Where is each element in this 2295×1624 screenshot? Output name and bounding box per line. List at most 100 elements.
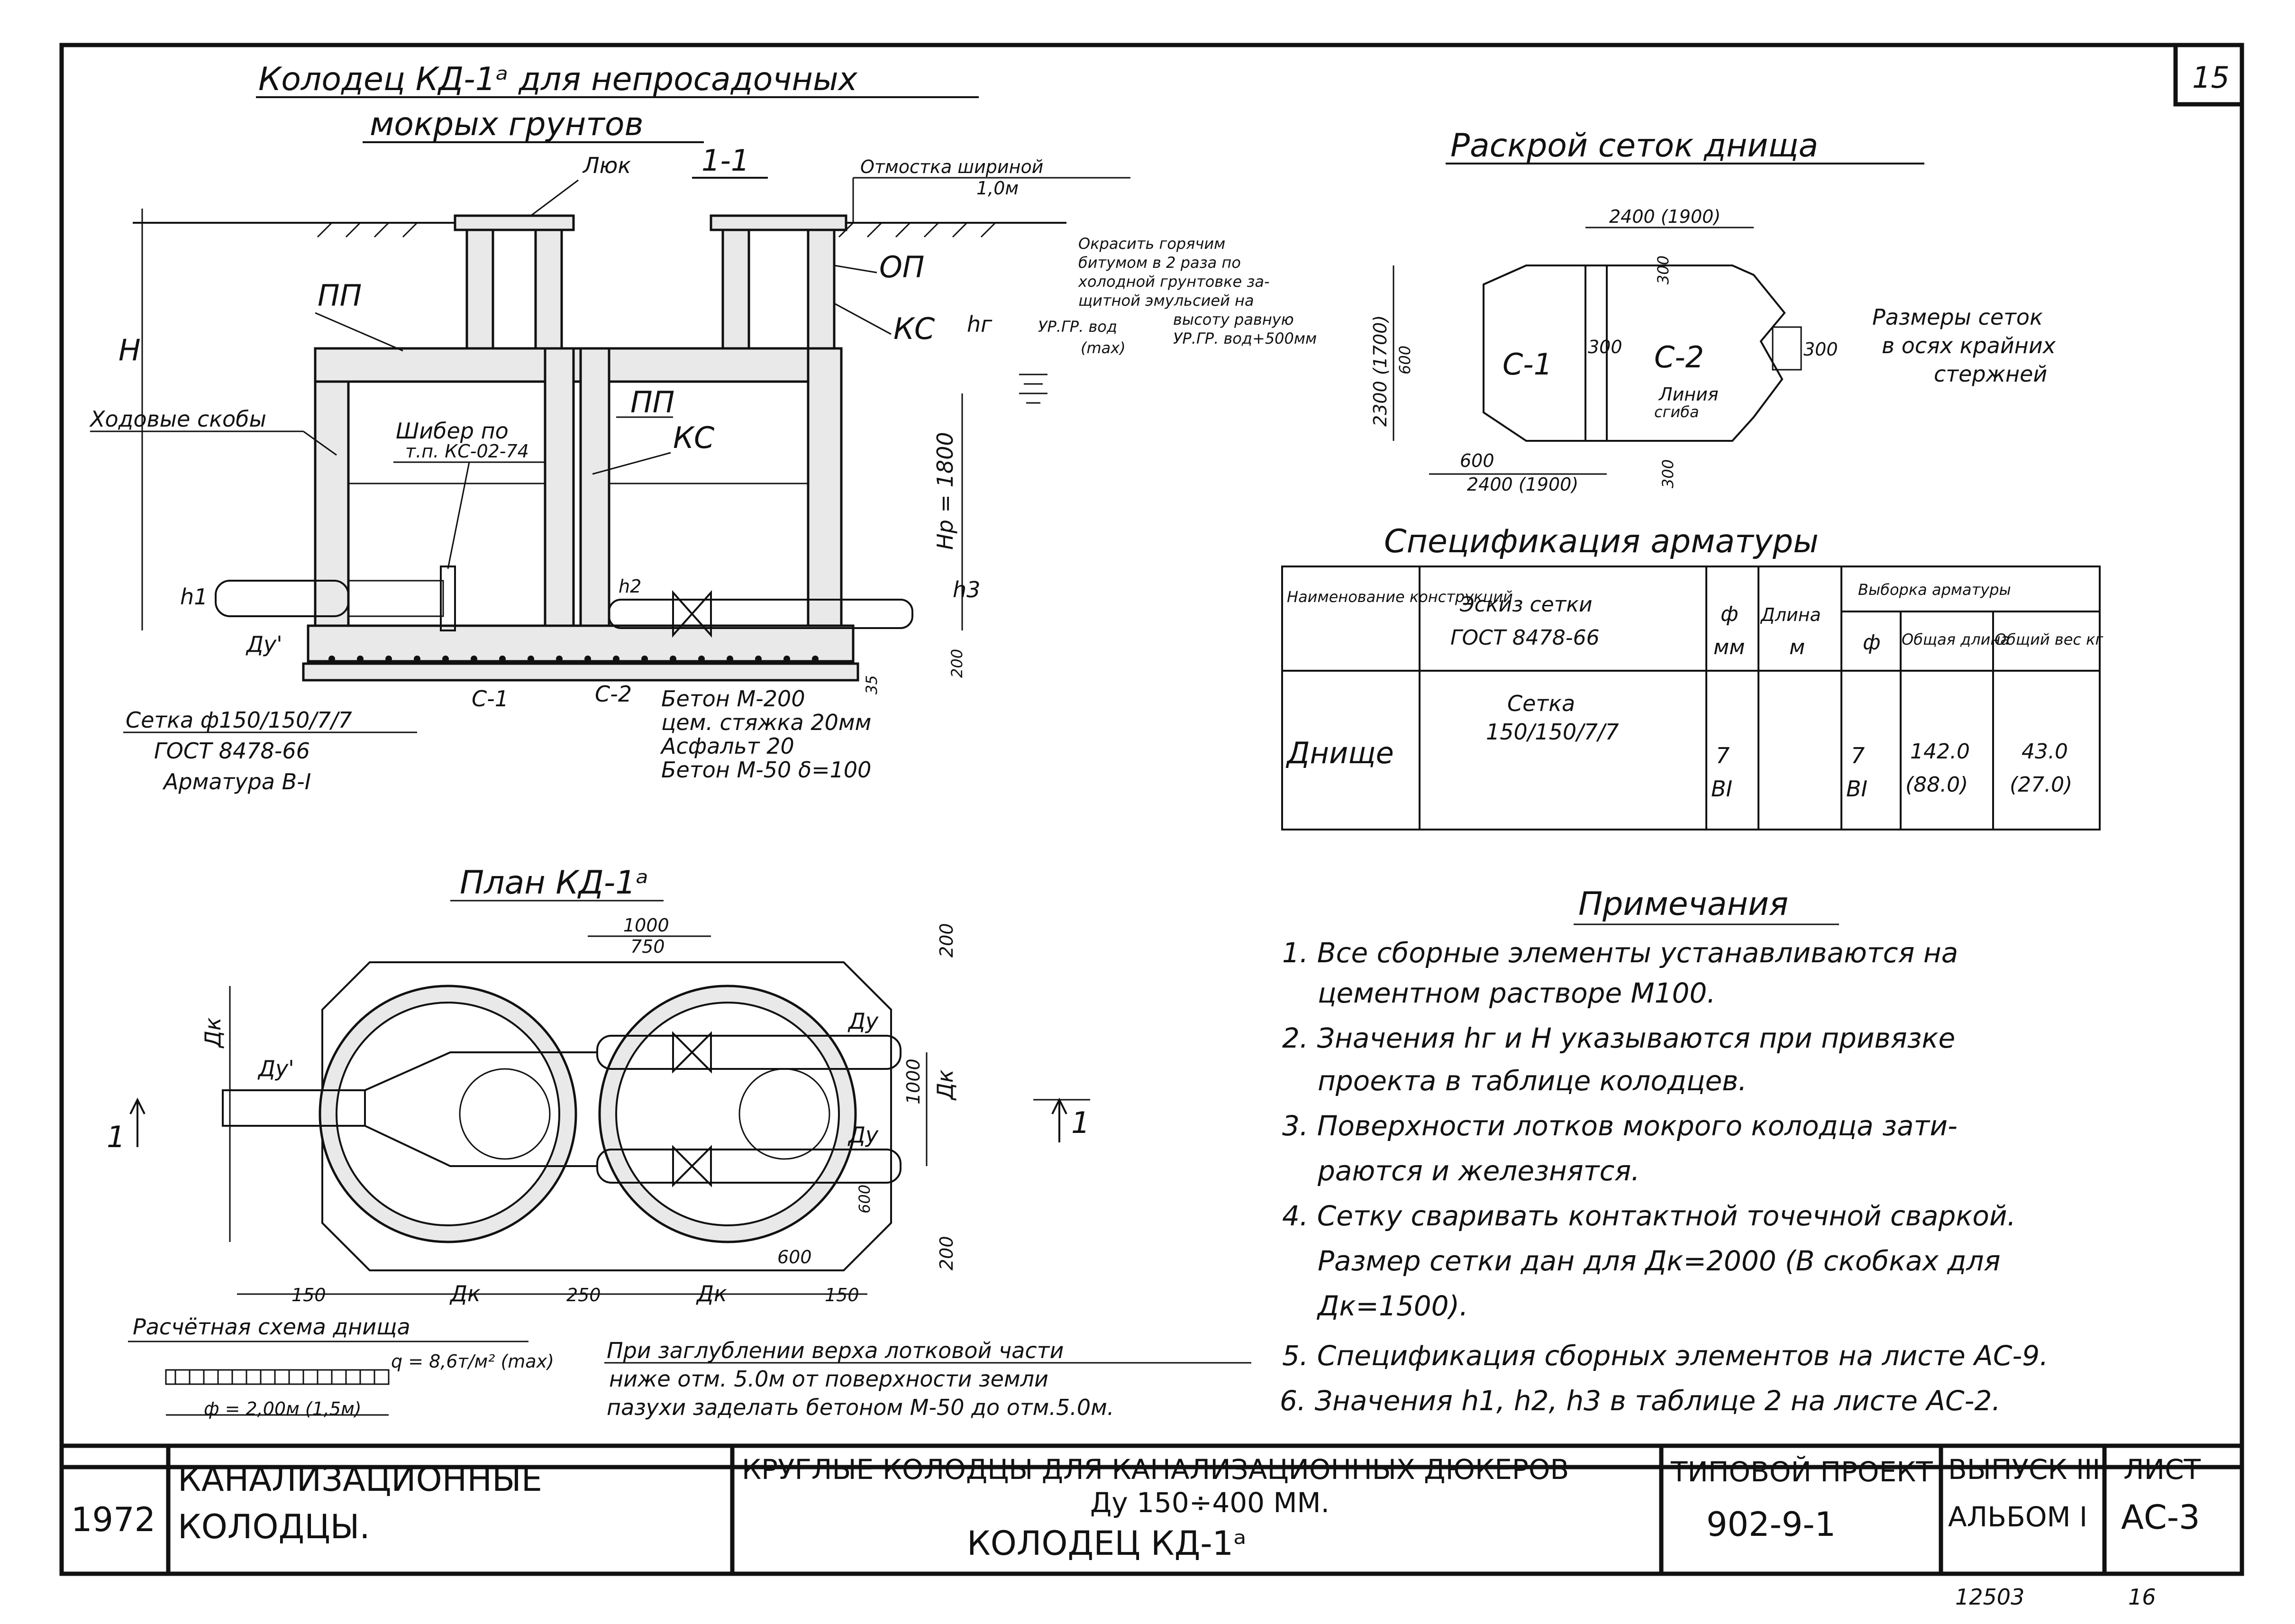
hatch-label: Люк	[582, 153, 631, 178]
kc2-label: КС	[673, 420, 715, 455]
base-concrete	[302, 662, 859, 682]
plan-dk-right: Дк	[932, 1069, 958, 1101]
stamp-year: 1972	[71, 1500, 155, 1539]
spec-row-total-length-alt: (88.0)	[1905, 773, 1968, 797]
pp-leader	[315, 312, 403, 352]
spec-table: Спецификация арматуры Наименование конст…	[1281, 523, 2103, 830]
note-4b: Размер сетки дан для Дк=2000 (В скобках …	[1318, 1245, 2000, 1277]
pit-note-3: пазухи заделать бетоном М-50 до отм.5.0м…	[607, 1395, 1114, 1420]
plan-du-top: Ду	[847, 1008, 879, 1034]
rebar-label: Арматура В-I	[162, 769, 311, 794]
plan-dk-left: Дк	[200, 1017, 226, 1049]
rebar-dots	[328, 656, 819, 662]
step-brackets-leader	[303, 430, 337, 456]
main-title-2: мокрых грунтов	[370, 106, 644, 143]
spec-row-total-weight: 43.0	[2022, 739, 2068, 764]
cement-screed: цем. стяжка 20мм	[661, 710, 871, 735]
note-3a: 3. Поверхности лотков мокрого колодца за…	[1282, 1110, 1958, 1142]
stamp-bottom-right: 16	[2128, 1584, 2156, 1610]
stamp-project-no: 902-9-1	[1706, 1505, 1836, 1544]
note-5: 5. Спецификация сборных элементов на лис…	[1282, 1340, 2049, 1372]
waterproof-2: битумом в 2 раза по	[1078, 254, 1241, 272]
cutting-600-v: 600	[1396, 346, 1414, 374]
gw-label: УР.ГР. вод	[1038, 318, 1117, 336]
dim-35: 35	[863, 675, 881, 694]
outer-wall-left	[314, 380, 350, 641]
calc-load-ticks	[174, 1370, 375, 1384]
left-neck-wall-a	[465, 221, 494, 352]
plan-du-bot: Ду	[847, 1122, 879, 1148]
cutting-title: Раскрой сеток днища	[1450, 127, 1818, 164]
calc-load-strip	[165, 1369, 390, 1385]
notes: Примечания 1. Все сборные элементы устан…	[1280, 885, 2049, 1417]
calc-load: q = 8,6т/м² (max)	[391, 1351, 554, 1372]
waterproof-3: холодной грунтовке за-	[1078, 273, 1270, 291]
section-1-1: 1-1 Люк Отмостка шириной 1,0м	[89, 143, 1317, 794]
plan-valve-top	[672, 1031, 712, 1074]
stamp-name-2: КОЛОДЦЫ.	[178, 1507, 370, 1546]
outer-wall-right	[807, 347, 843, 641]
spec-h-sel-phi: ф	[1863, 630, 1881, 655]
plan-dim-600-h: 600	[777, 1247, 812, 1268]
stamp-desc-3: КОЛОДЕЦ КД-1ᵃ	[967, 1524, 1247, 1563]
cutting-dim-left: 2300 (1700)	[1370, 315, 1391, 427]
stamp-album: АЛЬБОМ I	[1948, 1501, 2087, 1533]
du1-label: Ду'	[246, 631, 282, 657]
note-4a: 4. Сетку сваривать контактной точечной с…	[1282, 1200, 2016, 1232]
plan-valve-bot	[672, 1145, 712, 1187]
h3-label: h3	[953, 577, 980, 602]
c1-label: С-1	[472, 686, 509, 712]
spec-row-sel-class: BI	[1846, 776, 1867, 802]
notes-title: Примечания	[1578, 885, 1788, 923]
cutting-c1: С-1	[1503, 347, 1552, 382]
stamp-issue: ВЫПУСК III	[1948, 1453, 2100, 1486]
spec-h-sketch: Эскиз сетки	[1459, 593, 1593, 617]
waterproof-4: щитной эмульсией на	[1078, 292, 1254, 310]
plan-dk-bottom-1: Дк	[449, 1281, 481, 1306]
outlet-pipe	[608, 599, 913, 629]
pit-note: При заглублении верха лотковой части ниж…	[604, 1338, 1251, 1420]
waterproof-1: Окрасить горячим	[1078, 235, 1225, 253]
spec-h-name: Наименование конструкций	[1287, 588, 1513, 606]
cutting-300-a: 300	[1588, 337, 1622, 357]
plan-dim-150-r: 150	[825, 1285, 859, 1305]
plan-dim-600-v: 600	[856, 1185, 874, 1213]
cover-slab	[314, 347, 843, 383]
left-neck-wall-b	[534, 221, 563, 352]
waterproof-6: УР.ГР. вод+500мм	[1173, 329, 1317, 347]
concrete-m50: Бетон М-50 δ=100	[661, 757, 871, 783]
fold-line: Линия	[1658, 384, 1719, 405]
cutting-dim-top: 2400 (1900)	[1609, 206, 1721, 227]
concrete-m200: Бетон М-200	[661, 686, 805, 712]
cutting-600-h: 600	[1460, 450, 1494, 471]
stamp-bottom-left: 12503	[1955, 1584, 2024, 1610]
spec-row-sel-phi: 7	[1851, 743, 1865, 768]
plan-cut-left: 1	[107, 1120, 125, 1154]
note-6: 6. Значения h1, h2, h3 в таблице 2 на ли…	[1280, 1385, 2001, 1417]
h-label: H	[118, 333, 141, 367]
cutting-300-b: 300	[1654, 255, 1672, 284]
plan-dim-750: 750	[630, 936, 665, 957]
plan-dim-200-bot: 200	[936, 1236, 957, 1270]
spec-h-m: м	[1789, 635, 1805, 659]
dim-200: 200	[948, 649, 966, 678]
spec-row-name: Днище	[1285, 736, 1394, 770]
kc-leader	[834, 302, 892, 335]
calc-scheme: Расчётная схема днища q = 8,6т/м² (max) …	[128, 1314, 554, 1419]
spec-h-total-length: Общая длина	[1902, 630, 2010, 648]
gate-pipe	[347, 580, 444, 617]
pp2-label: ПП	[630, 385, 674, 420]
page-number-box	[2173, 43, 2244, 107]
mesh-label: Сетка ф150/150/7/7	[126, 707, 352, 733]
plan-outlet-pipe-bot	[596, 1149, 902, 1184]
sheet-border	[59, 43, 2244, 1469]
plan-hatch-left	[459, 1068, 551, 1160]
stamp-sheet-label: ЛИСТ	[2123, 1453, 2201, 1486]
opn-leader	[834, 265, 877, 274]
plan-slab-outline	[321, 961, 892, 1271]
plan-dim-200-top: 200	[936, 923, 957, 958]
cutting-300-d: 300	[1659, 459, 1677, 488]
gate-leader	[447, 462, 470, 569]
spec-h-sketch-gost: ГОСТ 8478-66	[1450, 626, 1600, 650]
